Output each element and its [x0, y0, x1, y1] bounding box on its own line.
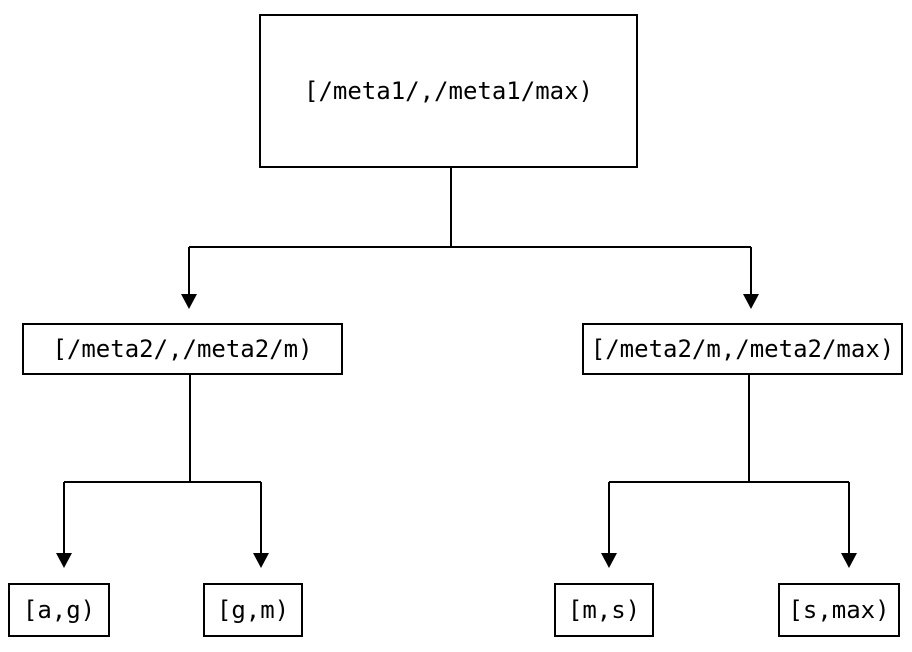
down-arrowhead-icon [743, 294, 759, 309]
tree-node-root: [/meta1/,/meta1/max) [259, 14, 638, 168]
tree-node-leaf-gm: [g,m) [203, 583, 303, 637]
tree-node-label: [/meta2/m,/meta2/max) [590, 335, 895, 363]
tree-node-leaf-ag: [a,g) [8, 583, 110, 637]
tree-node-leaf-ms: [m,s) [554, 583, 654, 637]
down-arrowhead-icon [56, 553, 72, 568]
tree-node-label: [a,g) [22, 596, 96, 624]
tree-node-meta2-high: [/meta2/m,/meta2/max) [582, 323, 903, 375]
tree-node-meta2-low: [/meta2/,/meta2/m) [22, 323, 343, 375]
tree-node-label: [s,max) [788, 596, 890, 624]
tree-node-label: [/meta1/,/meta1/max) [304, 77, 593, 105]
down-arrowhead-icon [601, 553, 617, 568]
tree-node-leaf-smax: [s,max) [778, 583, 900, 637]
down-arrowhead-icon [841, 553, 857, 568]
down-arrowhead-icon [253, 553, 269, 568]
tree-node-label: [g,m) [216, 596, 290, 624]
tree-node-label: [/meta2/,/meta2/m) [52, 335, 313, 363]
tree-node-label: [m,s) [567, 596, 641, 624]
down-arrowhead-icon [181, 294, 197, 309]
